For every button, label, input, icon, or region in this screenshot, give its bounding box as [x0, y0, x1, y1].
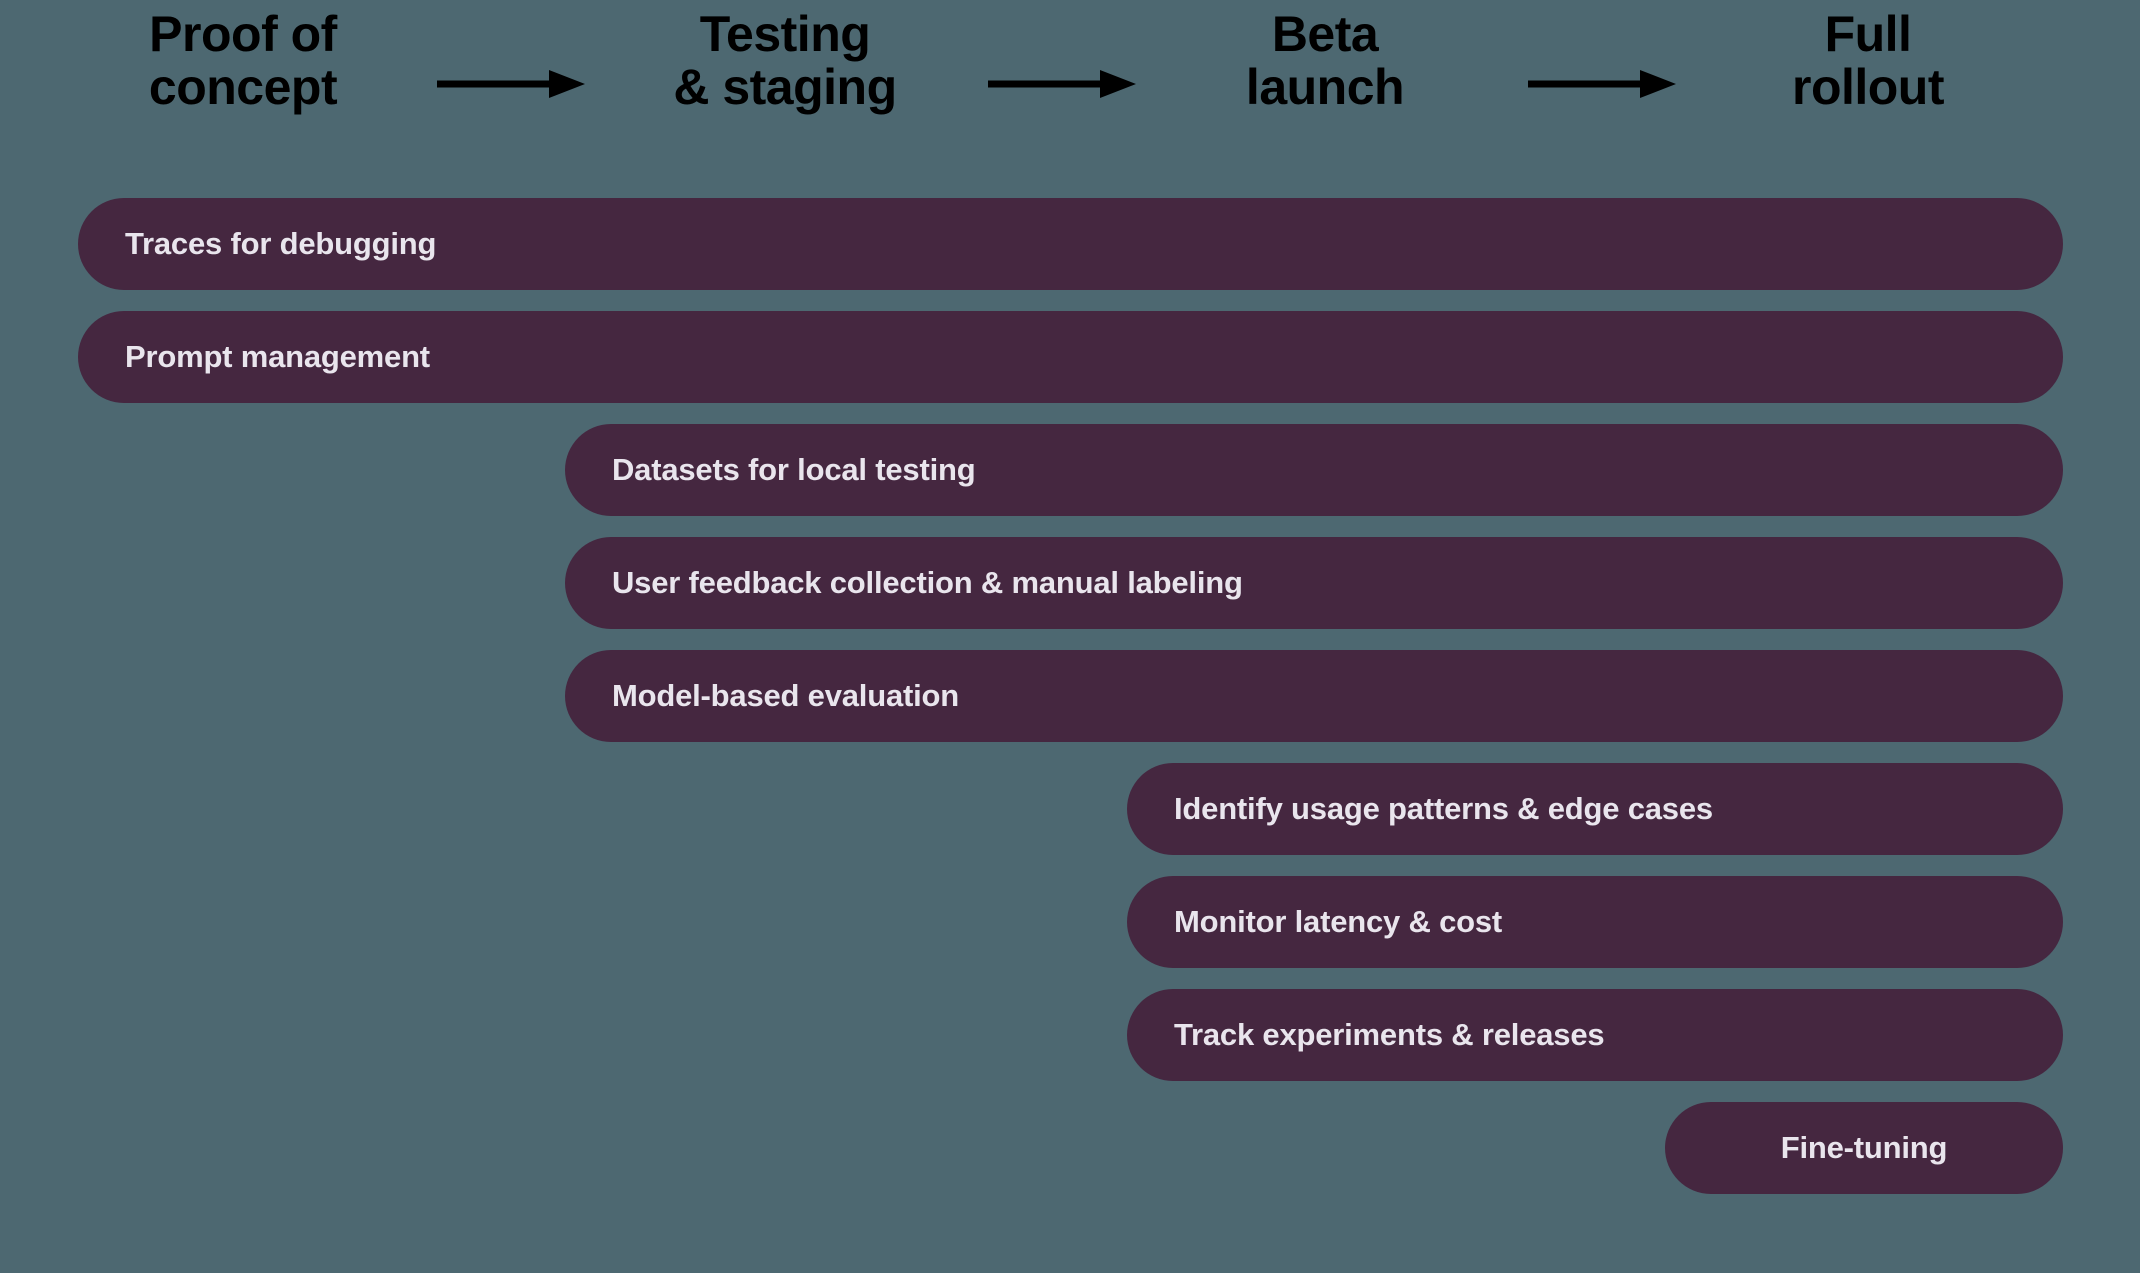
- stage-label-beta-launch: Beta launch: [1245, 6, 1405, 115]
- capability-bar-traces-for-debugging[interactable]: Traces for debugging: [78, 198, 2063, 290]
- capability-bar-label: Monitor latency & cost: [1174, 904, 1503, 939]
- capability-bar-label: Identify usage patterns & edge cases: [1174, 791, 1713, 826]
- capability-bar-label: Fine-tuning: [1780, 1130, 1948, 1165]
- capability-bar-label: Track experiments & releases: [1174, 1017, 1605, 1052]
- capability-bar-fine-tuning[interactable]: Fine-tuning: [1665, 1102, 2063, 1194]
- capability-bar-label: Prompt management: [125, 339, 430, 374]
- capability-bar-prompt-management[interactable]: Prompt management: [78, 311, 2063, 403]
- capability-bar-label: Traces for debugging: [125, 226, 437, 261]
- capability-bar-model-based-evaluation[interactable]: Model-based evaluation: [565, 650, 2063, 742]
- capability-bar-label: User feedback collection & manual labeli…: [612, 565, 1243, 600]
- capability-bar-label: Datasets for local testing: [612, 452, 976, 487]
- capability-bar-user-feedback-collection[interactable]: User feedback collection & manual labeli…: [565, 537, 2063, 629]
- arrow-right-icon: [1528, 68, 1676, 100]
- stage-label-proof-of-concept: Proof of concept: [148, 6, 338, 115]
- capability-bar-identify-usage-patterns[interactable]: Identify usage patterns & edge cases: [1127, 763, 2063, 855]
- capability-bar-monitor-latency-and-cost[interactable]: Monitor latency & cost: [1127, 876, 2063, 968]
- arrow-right-icon: [988, 68, 1136, 100]
- capability-bar-datasets-for-local-testing[interactable]: Datasets for local testing: [565, 424, 2063, 516]
- arrow-right-icon: [437, 68, 585, 100]
- capability-bar-track-experiments-releases[interactable]: Track experiments & releases: [1127, 989, 2063, 1081]
- capability-bar-label: Model-based evaluation: [612, 678, 959, 713]
- stage-label-testing-and-staging: Testing & staging: [673, 6, 897, 115]
- stage-label-full-rollout: Full rollout: [1791, 6, 1945, 115]
